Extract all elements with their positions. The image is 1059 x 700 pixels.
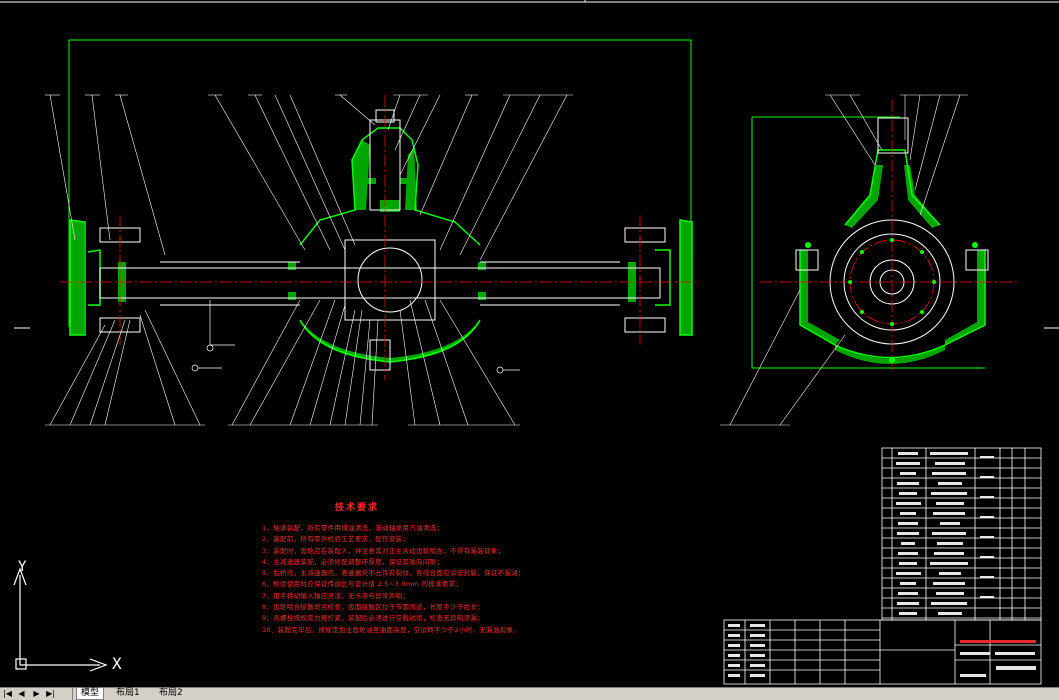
parts-list-text bbox=[728, 452, 1036, 677]
requirement-line: 1、轴承装配，所有零件用煤油清洗，滚动轴承用汽油清洗； bbox=[262, 524, 444, 532]
requirement-line: 7、用手转动输入轴应灵活，无卡滞与异常声响； bbox=[262, 591, 410, 600]
technical-requirements-list: 1、轴承装配，所有零件用煤油清洗，滚动轴承用汽油清洗； 2、装配前，所有零件检验… bbox=[262, 523, 525, 636]
tab-model[interactable]: 模型 bbox=[76, 688, 105, 700]
ucs-x-label: X bbox=[112, 654, 122, 673]
first-tab-button[interactable]: |◀ bbox=[3, 689, 12, 698]
drawing-frame bbox=[0, 0, 1059, 329]
prev-tab-button[interactable]: ◀ bbox=[18, 689, 25, 698]
ucs-y-label: Y bbox=[18, 559, 27, 575]
requirement-line: 6、检验使用时应保证传动比与设计值 2.5~3.0mm 的技术要求； bbox=[262, 580, 463, 589]
axle-front-view bbox=[45, 39, 700, 426]
requirement-line: 2、装配前，所有零件检验工艺要求，配作安装； bbox=[262, 535, 410, 544]
parts-list-table bbox=[723, 447, 1042, 685]
tab-separator bbox=[72, 688, 73, 700]
axle-side-view bbox=[720, 94, 1020, 426]
requirement-line: 4、主减速器装配，必须修配调整环厚度，保证其轴向间隙； bbox=[262, 557, 444, 566]
ucs-axis-icon bbox=[13, 567, 108, 672]
last-tab-button[interactable]: ▶| bbox=[46, 689, 55, 698]
technical-requirements-title: 技术要求 bbox=[335, 503, 380, 513]
requirement-line: 5、后桥壳，主减速器壳，差速器壳不允许有裂纹，各结合面应涂密封胶，保证不漏油； bbox=[262, 569, 525, 578]
tab-layout1[interactable]: 布局1 bbox=[116, 688, 140, 698]
requirement-line: 3、装配时，齿轮应在装配入，并注意其对正主从动齿轮啮合，不得有漏装现象； bbox=[262, 546, 505, 555]
requirement-line: 8、齿轮啮合接触斑点检查，齿面接触区位于节圆附近，长度不少于齿长； bbox=[262, 603, 485, 612]
layout-tab-bar: |◀ ◀ ▶ ▶| 模型 布局1 布局2 bbox=[0, 687, 1059, 700]
requirement-line: 9、各螺栓按规定力矩拧紧，装配后必须进行空载试验，检查无异响渗漏； bbox=[262, 614, 485, 623]
tab-layout2[interactable]: 布局2 bbox=[159, 688, 183, 698]
next-tab-button[interactable]: ▶ bbox=[33, 689, 40, 698]
requirement-line: 10、装配完毕后，按规定加注齿轮油至油面高度，空运转不少于2小时，无漏油现象。 bbox=[262, 625, 521, 634]
